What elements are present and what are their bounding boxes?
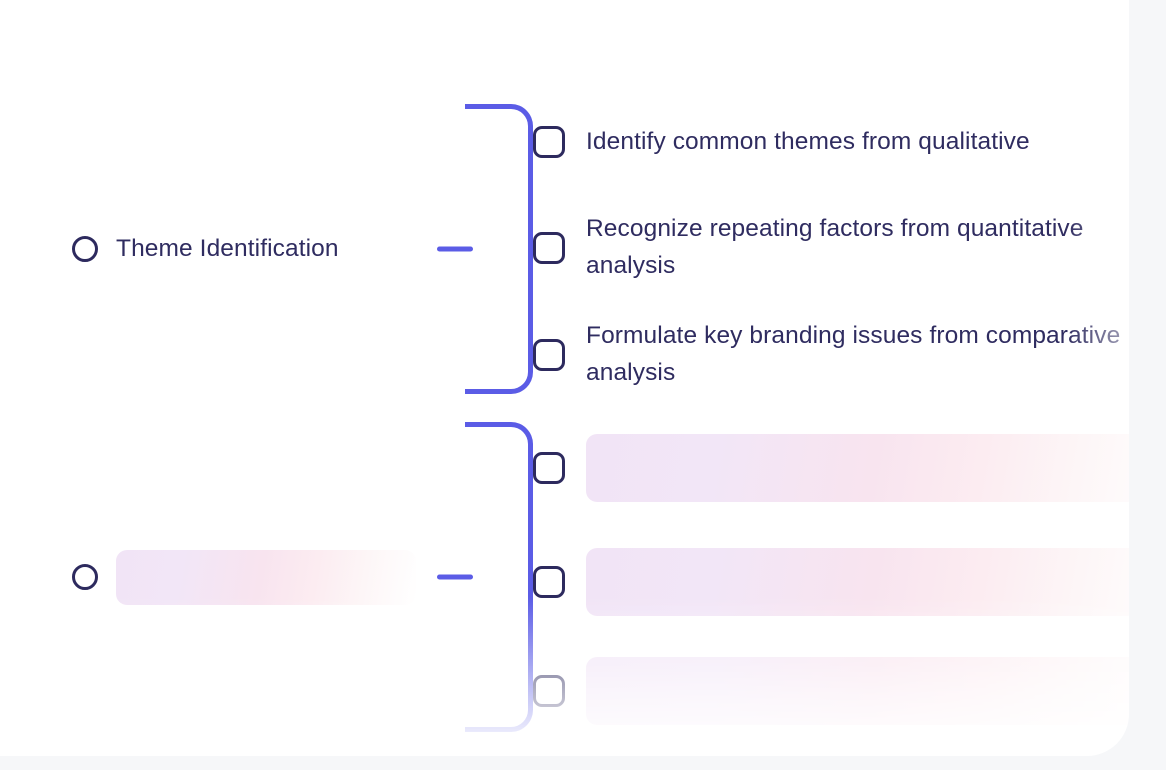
checkbox-icon[interactable] <box>533 231 565 264</box>
skeleton-placeholder-parent-label <box>116 549 416 605</box>
checkbox-icon[interactable] <box>533 338 565 371</box>
checkbox-icon[interactable] <box>533 126 565 158</box>
tree-child-row[interactable] <box>533 641 1129 741</box>
tree-canvas[interactable]: Theme Identification Identify common the… <box>0 0 1129 756</box>
radio-circle-icon[interactable] <box>72 564 98 590</box>
skeleton-placeholder-child-label <box>586 548 1129 616</box>
tree-child-row[interactable]: Formulate key branding issues from compa… <box>533 305 1129 404</box>
tree-parent-node[interactable] <box>0 549 437 605</box>
tree-group-loading[interactable] <box>0 412 1129 742</box>
connector-spine <box>465 104 533 394</box>
skeleton-placeholder-child-label <box>586 657 1129 725</box>
bracket-connector-icon <box>437 94 533 404</box>
connector-spine <box>465 422 533 732</box>
checkbox-icon[interactable] <box>533 675 565 707</box>
tree-children-list <box>533 413 1129 741</box>
tree-group-theme-identification[interactable]: Theme Identification Identify common the… <box>0 94 1129 404</box>
skeleton-placeholder-child-label <box>586 434 1129 502</box>
tree-child-row[interactable]: Recognize repeating factors from quantit… <box>533 190 1129 305</box>
tree-child-row[interactable]: Identify common themes from qualitative <box>533 94 1129 190</box>
checkbox-icon[interactable] <box>533 566 565 598</box>
tree-child-label: Identify common themes from qualitative <box>586 127 1030 155</box>
bracket-connector-icon <box>437 412 533 742</box>
tree-child-row[interactable] <box>533 413 1129 523</box>
content-card: Theme Identification Identify common the… <box>0 0 1129 756</box>
checkbox-icon[interactable] <box>533 452 565 484</box>
tree-child-label: Formulate key branding issues from compa… <box>586 321 1121 386</box>
connector-stem <box>437 574 473 580</box>
tree-child-row[interactable] <box>533 523 1129 641</box>
tree-parent-label: Theme Identification <box>116 234 339 262</box>
tree-children-list: Identify common themes from qualitative … <box>533 94 1129 404</box>
radio-circle-icon[interactable] <box>72 236 98 262</box>
connector-stem <box>437 246 473 252</box>
tree-child-label: Recognize repeating factors from quantit… <box>586 214 1084 279</box>
tree-parent-node[interactable]: Theme Identification <box>0 234 437 265</box>
